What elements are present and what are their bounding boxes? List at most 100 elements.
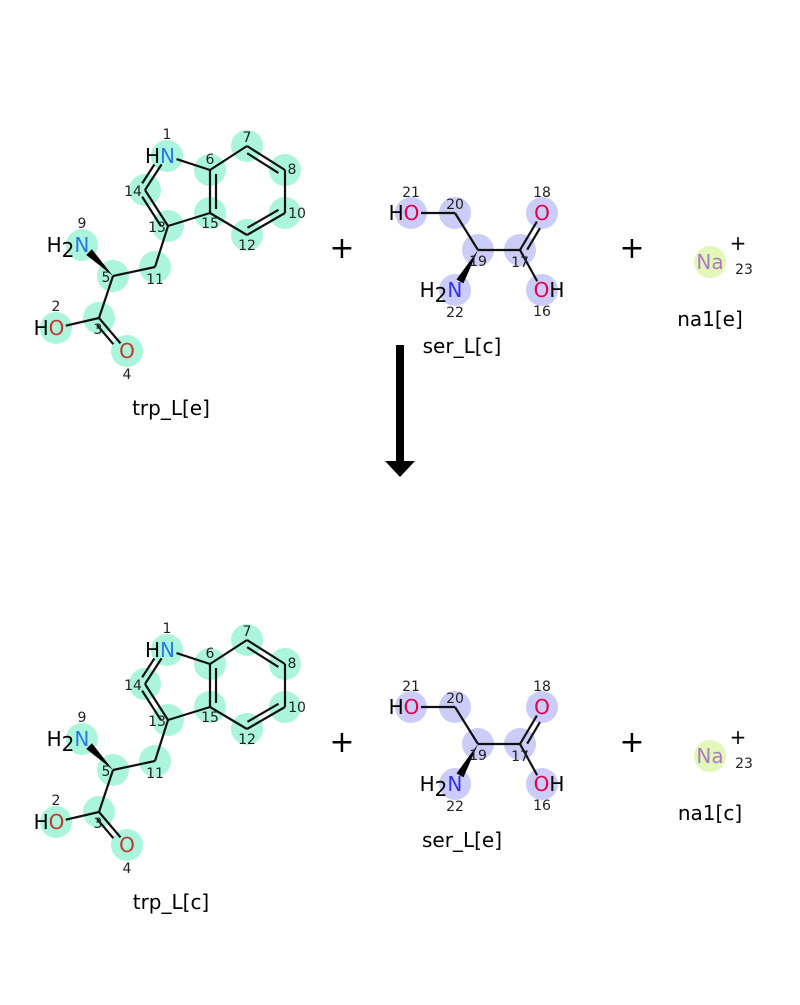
atom-index: 6 bbox=[206, 646, 215, 662]
arrow-head bbox=[385, 461, 415, 477]
atom-index: 14 bbox=[124, 678, 142, 694]
atom-index: 13 bbox=[148, 220, 166, 236]
bond bbox=[167, 705, 211, 722]
atom-index: 19 bbox=[469, 748, 487, 764]
wedge-bond bbox=[456, 250, 478, 284]
atom-index: 11 bbox=[146, 766, 164, 782]
bond bbox=[176, 158, 211, 172]
atom-index: 8 bbox=[288, 656, 297, 672]
atom-label: HO bbox=[34, 316, 65, 340]
atom-label: HN bbox=[145, 638, 175, 662]
atom-index: 18 bbox=[533, 679, 551, 695]
reaction-arrow bbox=[385, 345, 415, 477]
plus-sign: + bbox=[619, 231, 644, 266]
bond bbox=[454, 706, 479, 745]
bond bbox=[65, 810, 100, 821]
arrow-shaft bbox=[396, 345, 404, 463]
bond bbox=[97, 769, 115, 813]
atom-index: 11 bbox=[146, 272, 164, 288]
bond bbox=[167, 211, 211, 228]
atom-label: O bbox=[119, 833, 135, 857]
bond bbox=[454, 212, 479, 251]
atom-label: HN bbox=[145, 144, 175, 168]
atom-label: O bbox=[119, 339, 135, 363]
charge-label: + bbox=[730, 725, 747, 749]
atom-index: 19 bbox=[469, 254, 487, 270]
atom-label: Na bbox=[696, 744, 723, 768]
atom-highlight bbox=[526, 691, 558, 723]
atom-index: 15 bbox=[201, 710, 219, 726]
wedge-bond bbox=[86, 249, 113, 276]
na-molecule: Na +23 na1[c] bbox=[678, 725, 753, 825]
atom-index: 1 bbox=[163, 621, 172, 637]
atom-index: 15 bbox=[201, 216, 219, 232]
atom-index: 10 bbox=[288, 206, 306, 222]
atom-index: 3 bbox=[94, 816, 103, 832]
wedge-bond bbox=[86, 743, 113, 770]
atom-index: 14 bbox=[124, 184, 142, 200]
atom-index: 7 bbox=[243, 624, 252, 640]
atom-label: OH bbox=[534, 278, 565, 302]
atom-label: HO bbox=[389, 201, 420, 225]
double-bond-line bbox=[141, 690, 162, 721]
bond bbox=[153, 225, 170, 268]
wedge-bond bbox=[456, 744, 478, 778]
double-bond-line bbox=[96, 324, 115, 345]
bond bbox=[176, 652, 211, 666]
atom-highlight bbox=[694, 246, 726, 278]
ser-reactant-name: ser_L[c] bbox=[423, 334, 502, 358]
bond bbox=[112, 759, 156, 772]
bond bbox=[65, 316, 100, 327]
bond bbox=[246, 212, 286, 236]
atom-index: 23 bbox=[735, 756, 753, 772]
atom-highlight bbox=[694, 740, 726, 772]
atom-label: O bbox=[534, 201, 550, 225]
double-bond-line bbox=[246, 152, 280, 174]
atom-index: 4 bbox=[123, 367, 132, 383]
atom-index: 7 bbox=[243, 130, 252, 146]
atom-highlight bbox=[526, 768, 558, 800]
atom-index: 21 bbox=[402, 185, 420, 201]
atom-highlight bbox=[395, 197, 427, 229]
atom-index: 2 bbox=[52, 299, 61, 315]
atom-index: 9 bbox=[78, 710, 87, 726]
atom-highlight bbox=[526, 197, 558, 229]
ser-product-name: ser_L[e] bbox=[422, 828, 502, 852]
bond bbox=[112, 265, 156, 278]
bond bbox=[98, 811, 122, 839]
bond bbox=[209, 639, 248, 665]
bond bbox=[209, 706, 248, 730]
atom-highlight bbox=[151, 634, 183, 666]
atom-index: 18 bbox=[533, 185, 551, 201]
atom-index: 13 bbox=[148, 714, 166, 730]
bond bbox=[98, 317, 122, 345]
na-reactant-name: na1[e] bbox=[677, 307, 743, 331]
atom-index: 17 bbox=[511, 749, 529, 765]
bond bbox=[209, 145, 248, 171]
double-bond-line bbox=[141, 657, 156, 678]
atom-index: 22 bbox=[446, 799, 464, 815]
bond bbox=[519, 221, 538, 251]
atom-highlight bbox=[526, 274, 558, 306]
plus-sign: + bbox=[619, 725, 644, 760]
atom-index: 17 bbox=[511, 255, 529, 271]
na-product-name: na1[c] bbox=[678, 801, 742, 825]
double-bond-line bbox=[246, 208, 280, 229]
double-bond-line bbox=[526, 721, 541, 745]
double-bond-line bbox=[246, 702, 280, 723]
atom-index: 12 bbox=[238, 238, 256, 254]
double-bond-line bbox=[246, 646, 280, 668]
atom-highlight bbox=[151, 140, 183, 172]
double-bond-line bbox=[96, 818, 115, 839]
trp-reactant-name: trp_L[e] bbox=[132, 396, 210, 420]
atom-highlight bbox=[40, 806, 72, 838]
bond bbox=[519, 715, 538, 745]
atom-index: 5 bbox=[102, 270, 111, 286]
atom-index: 5 bbox=[102, 764, 111, 780]
